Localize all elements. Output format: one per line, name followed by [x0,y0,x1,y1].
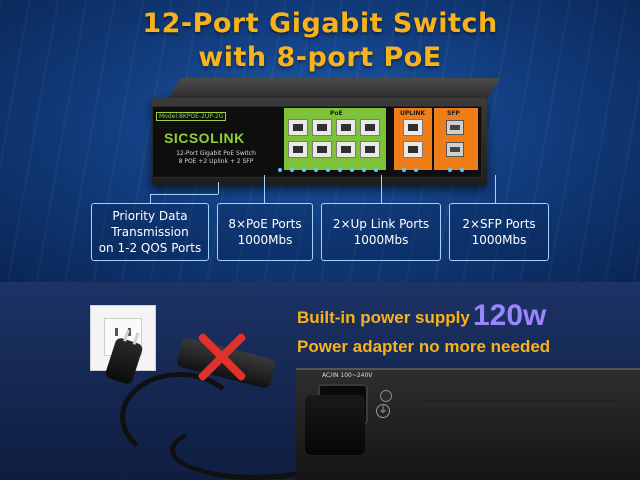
power-led-icon [278,168,282,172]
callout-poe: 8×PoE Ports 1000Mbs [217,203,313,261]
port-led-icon [326,168,330,172]
sfp-port [446,142,464,157]
screw-icon [380,390,392,402]
callout-connector [264,175,265,204]
power-cord [120,372,240,462]
headline-line-2: with 8-port PoE [198,42,442,73]
rear-panel-seam [420,400,620,402]
port-led-icon [448,168,452,172]
port-led-icon [460,168,464,172]
port-led-icon [290,168,294,172]
switch-subtitle-2: 8 POE +2 Uplink + 2 SFP [178,158,254,165]
callout-qos: Priority Data Transmission on 1-2 QOS Po… [91,203,209,261]
callout-uplink-line-2: 1000Mbs [353,233,409,247]
ac-input-label: AC/IN 100~240V [322,372,373,379]
callout-qos-line-2: Transmission [111,225,189,239]
callout-connector [495,175,496,204]
port-led-icon [414,168,418,172]
poe-port [288,141,308,158]
poe-port [360,119,380,136]
uplink-port-block [394,108,432,170]
callout-qos-line-3: on 1-2 QOS Ports [98,241,202,255]
poe-port [336,119,356,136]
port-led-icon [350,168,354,172]
poe-port [360,141,380,158]
poe-block-label: PoE [330,110,343,117]
switch-model-label: Model:8KPOE-2UP-2G [156,112,227,121]
callout-sfp: 2×SFP Ports 1000Mbs [449,203,549,261]
callout-uplink: 2×Up Link Ports 1000Mbs [321,203,441,261]
callout-sfp-line-2: 1000Mbs [471,233,527,247]
callout-connector [218,182,219,194]
callout-qos-line-1: Priority Data [112,209,188,223]
port-led-icon [338,168,342,172]
power-cord [170,420,340,480]
ground-terminal-icon: ⏚ [376,404,390,418]
uplink-port [403,119,423,136]
callout-uplink-line-1: 2×Up Link Ports [332,217,430,231]
port-led-icon [402,168,406,172]
switch-subtitle-1: 12-Port Gigabit PoE Switch [176,150,256,157]
poe-port-block [284,108,386,170]
poe-port [336,141,356,158]
cross-mark-icon [196,332,246,382]
uplink-port [403,141,423,158]
sfp-block-label: SFP [447,110,460,117]
headline-line-1: 12-Port Gigabit Switch [142,8,498,39]
sfp-port-block [434,108,478,170]
port-led-icon [362,168,366,172]
port-led-icon [374,168,378,172]
iec-power-plug [305,395,365,455]
no-adapter-text: Power adapter no more needed [297,337,551,356]
switch-brand-logo: SICSOLINK [164,130,245,146]
outlet-slot-icon [128,328,131,336]
power-wattage: 120w [473,299,547,332]
poe-port [312,119,332,136]
callout-poe-line-1: 8×PoE Ports [228,217,302,231]
port-led-icon [314,168,318,172]
callout-connector [150,194,218,195]
port-led-icon [302,168,306,172]
callout-connector [150,194,151,204]
outlet-slot-icon [115,328,118,336]
uplink-block-label: UPLINK [400,110,425,117]
status-led-row [272,168,477,174]
callout-connector [381,175,382,204]
sfp-port [446,120,464,135]
power-supply-text: Built-in power supply [297,308,470,327]
poe-port [288,119,308,136]
poe-port [312,141,332,158]
callout-poe-line-2: 1000Mbs [237,233,293,247]
callout-sfp-line-1: 2×SFP Ports [462,217,536,231]
